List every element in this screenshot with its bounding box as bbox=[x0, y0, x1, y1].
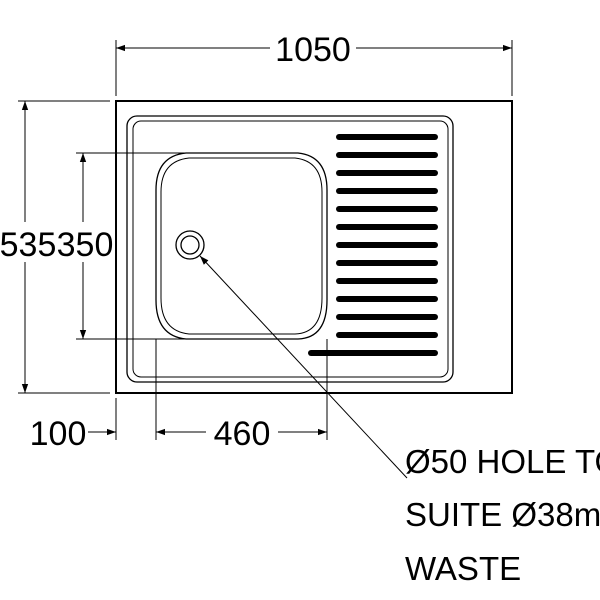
bowl-outline bbox=[155, 152, 328, 340]
drainer-groove bbox=[336, 314, 438, 320]
drainer-groove bbox=[336, 152, 438, 158]
drainer-groove bbox=[336, 278, 438, 284]
bowl-inner-outline bbox=[160, 157, 323, 335]
drainer-groove bbox=[336, 134, 438, 140]
dim-overall-width: 1050 bbox=[275, 31, 351, 69]
note-line-1: Ø50 HOLE TO bbox=[405, 443, 600, 480]
drainer-groove bbox=[336, 224, 438, 230]
dim-overall-depth: 535 bbox=[0, 226, 56, 264]
dim-bowl-depth: 350 bbox=[57, 226, 114, 264]
sink-inner-rim-offset bbox=[132, 120, 449, 378]
drainer-groove bbox=[308, 350, 438, 356]
note-line-2: SUITE Ø38mm bbox=[405, 496, 600, 533]
dim-bowl-width: 460 bbox=[214, 415, 271, 453]
drainer-groove bbox=[336, 206, 438, 212]
sink-outer-outline bbox=[115, 100, 513, 394]
sink-inner-rim bbox=[126, 115, 454, 383]
drainer-groove bbox=[336, 260, 438, 266]
note-line-3: WASTE bbox=[405, 550, 521, 587]
waste-hole-inner bbox=[180, 235, 200, 255]
drainer-groove bbox=[336, 332, 438, 338]
waste-hole-outer bbox=[175, 230, 205, 260]
waste-leader-line bbox=[199, 255, 408, 479]
drainer-grooves bbox=[308, 134, 438, 356]
drainer-groove bbox=[336, 296, 438, 302]
drainer-groove bbox=[336, 188, 438, 194]
drainer-groove bbox=[336, 242, 438, 248]
dim-bowl-offset: 100 bbox=[30, 415, 87, 453]
drainer-groove bbox=[336, 170, 438, 176]
